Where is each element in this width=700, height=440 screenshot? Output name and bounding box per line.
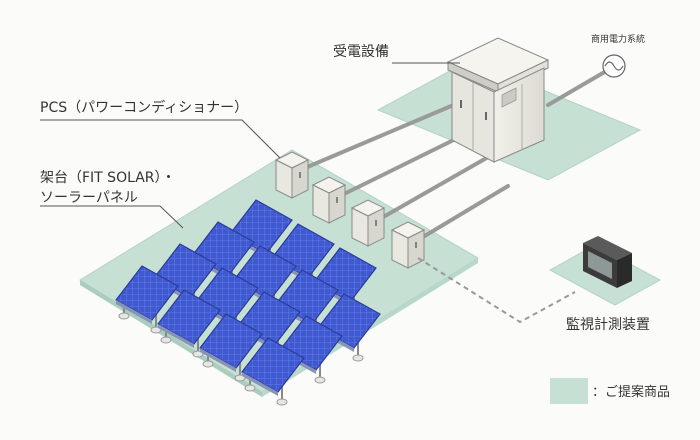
pcs-label: PCS（パワーコンディショナー） [40,99,248,116]
monitor-link [417,257,576,324]
mount-label-line2: ソーラーパネル [40,190,138,206]
solar-panel [157,289,221,358]
substation-cabinet [446,37,550,163]
mount-label-line1: 架台（FIT SOLAR）・ [40,170,176,186]
solar-panel [199,313,263,382]
grid-cable [546,68,610,107]
pcs-unit [390,221,426,269]
solar-panel [241,337,305,406]
ac-sine-icon [602,54,626,78]
legend-label: ：ご提案商品 [592,384,670,400]
solar-panel [115,265,179,334]
legend-swatch [550,378,588,404]
pcs-unit [350,199,386,247]
pcs-unit [274,151,310,199]
grid-label: 商用電力系統 [591,33,645,45]
pcs-units [274,151,426,269]
monitor-label: 監視計測装置 [566,316,650,333]
substation-label: 受電設備 [333,44,389,60]
leader-lines [40,62,460,229]
pcs-unit [311,176,347,224]
solar-panels [115,199,381,406]
monitor-icon [583,236,632,288]
